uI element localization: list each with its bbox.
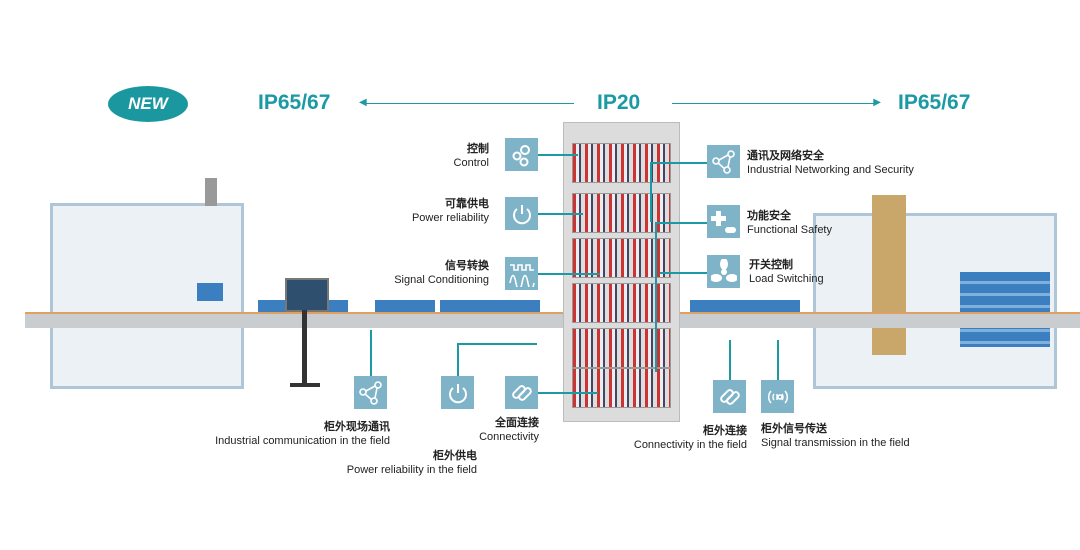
right-arrow: ▶ [672,97,881,108]
conveyor-modules [440,300,540,312]
left-arrow: ◀ [359,97,574,108]
hmi-stand [302,310,307,385]
conveyor-modules [690,300,800,312]
safety-icon [707,205,740,238]
new-badge: NEW [108,86,188,122]
right-rating: IP65/67 [898,91,971,114]
link-icon [713,380,746,413]
power-icon [505,197,538,230]
power-icon [441,376,474,409]
right-modules [960,272,1050,347]
center-rating: IP20 [597,91,641,114]
hmi-screen [285,278,329,312]
network-icon [354,376,387,409]
robot-arm [872,195,906,355]
gears-icon [505,138,538,171]
conveyor-modules [375,300,435,312]
left-machine-module [197,283,223,301]
left-rating: IP65/67 [258,91,331,114]
conveyor [25,312,1080,328]
fan-icon [707,255,740,288]
signal-wave-icon [505,257,538,290]
network-icon [707,145,740,178]
hmi-base [290,383,320,387]
link-icon [505,376,538,409]
left-machine-head [205,178,217,206]
wireless-icon [761,380,794,413]
